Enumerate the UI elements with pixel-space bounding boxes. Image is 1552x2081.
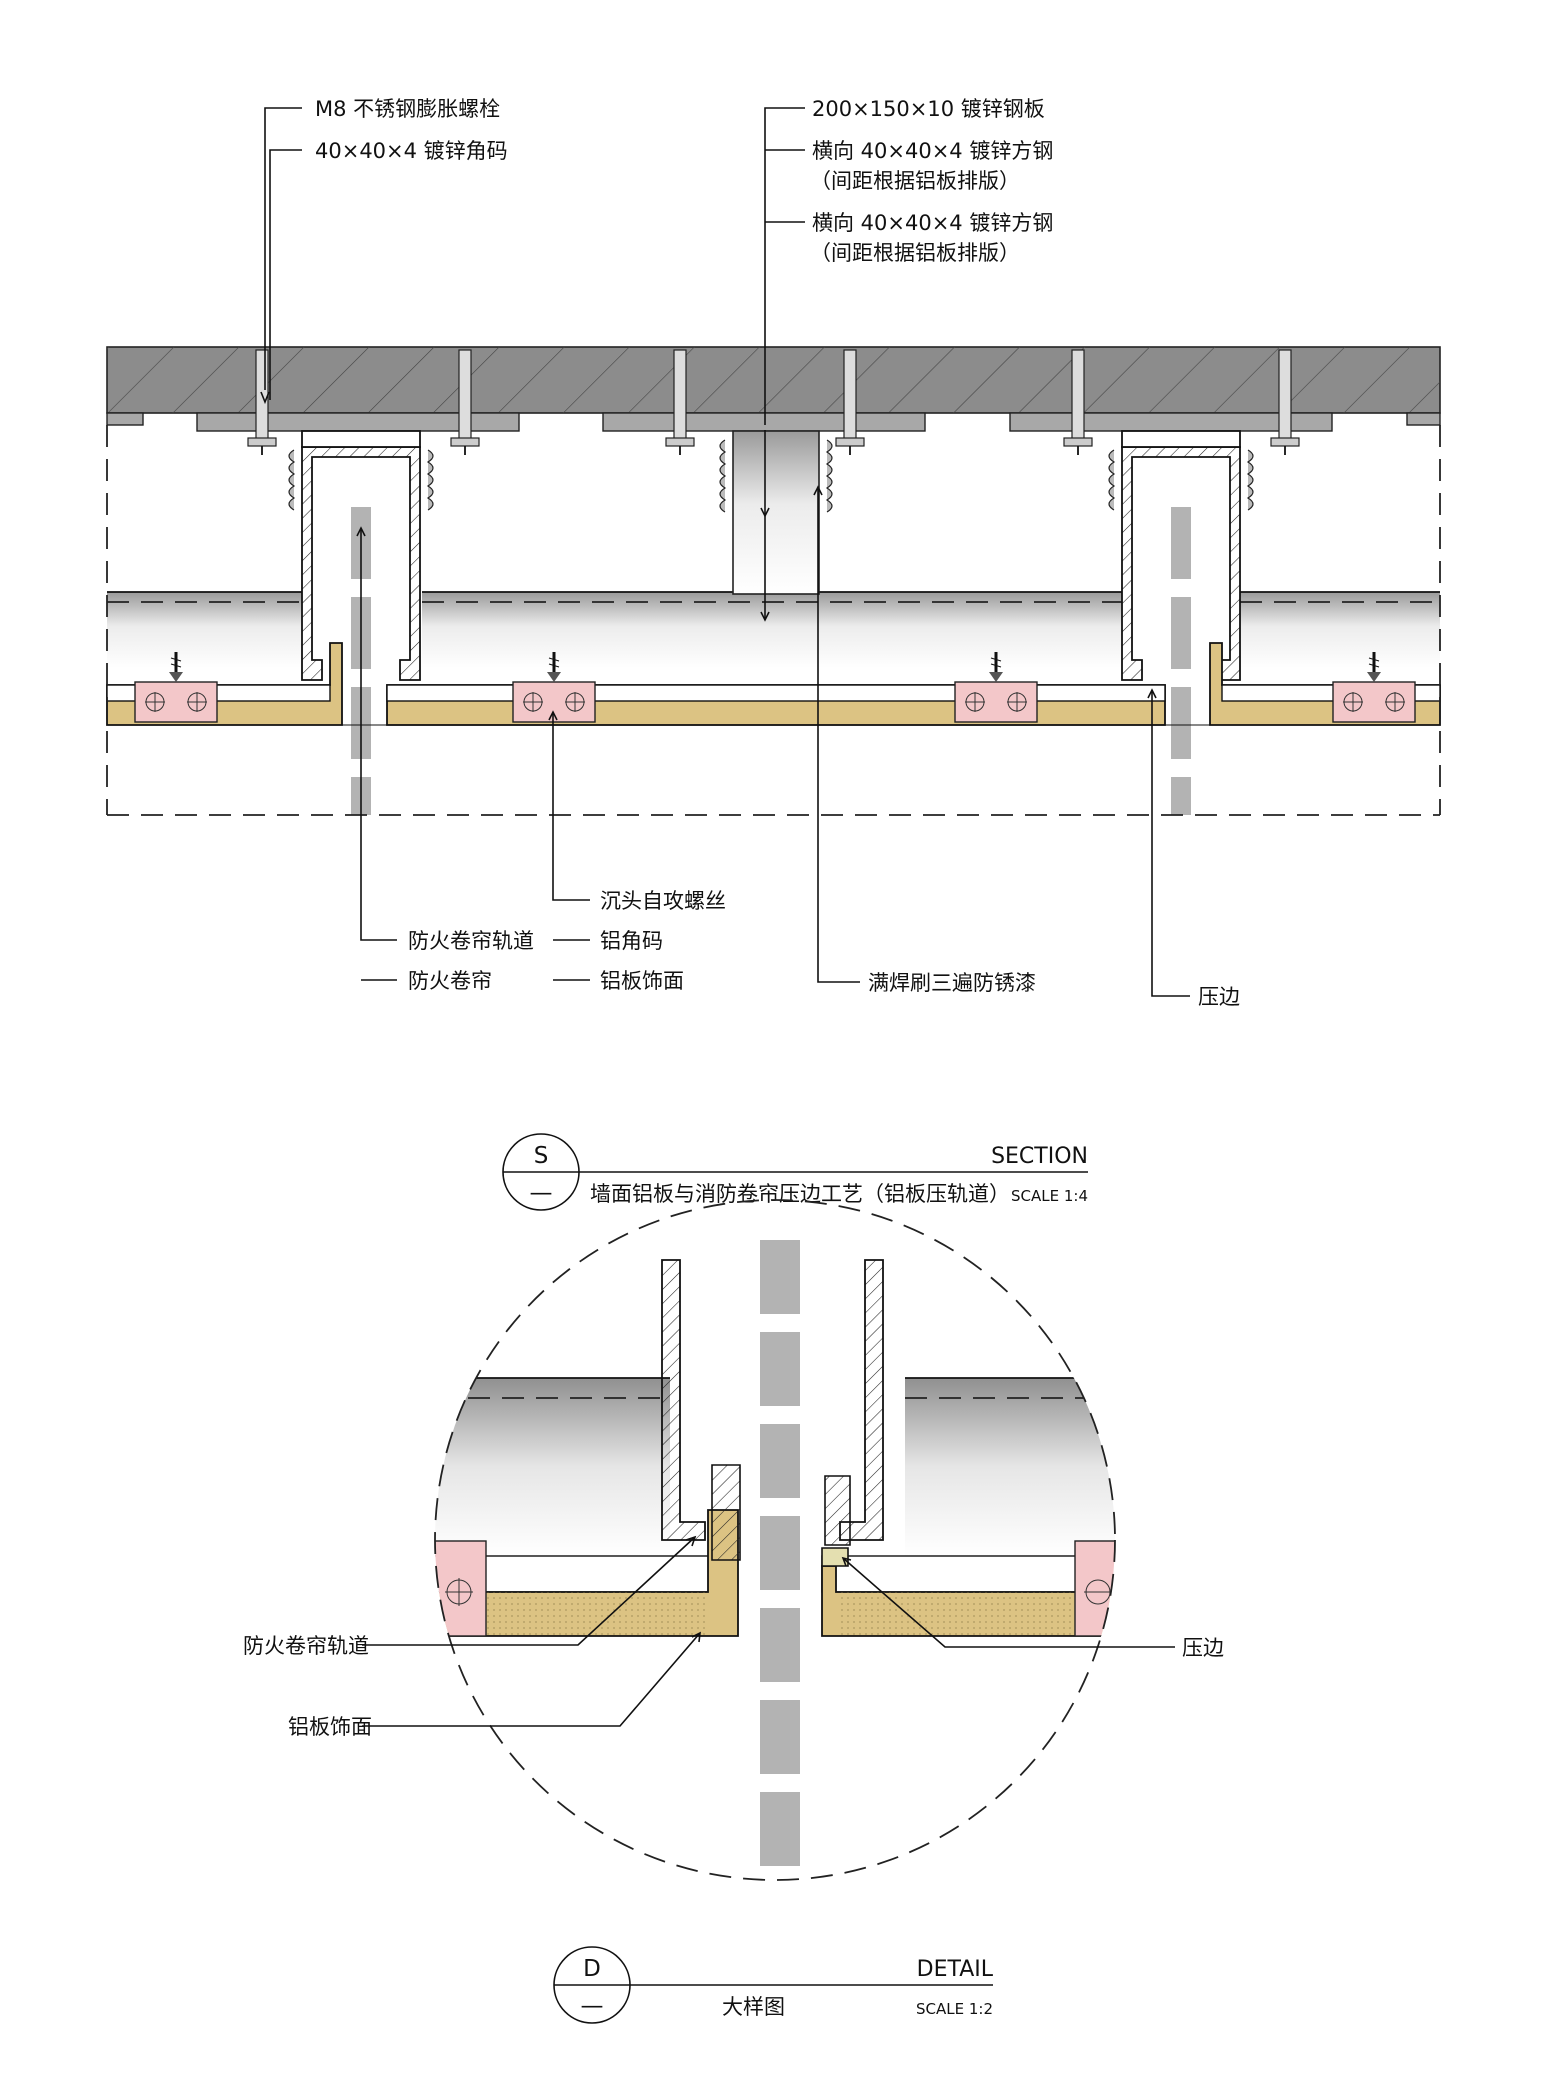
detail-name: 大样图 (722, 1995, 785, 2019)
label-fire-track: 防火卷帘轨道 (408, 929, 534, 953)
section-name: 墙面铝板与消防卷帘压边工艺（铝板压轨道） (590, 1182, 1010, 1206)
leaders-top-left (260, 107, 302, 405)
concrete-slab (106, 346, 1441, 414)
leaders-detail (362, 1535, 1175, 1727)
section-boundary (106, 425, 1441, 816)
detail-label-fire-track: 防火卷帘轨道 (243, 1634, 369, 1658)
label-angle-code: 40×40×4 镀锌角码 (315, 139, 508, 163)
section-type: SECTION (991, 1144, 1088, 1169)
label-trim: 压边 (1198, 985, 1240, 1009)
aluminum-angle-blocks (134, 681, 1416, 723)
detail-symbol: D (583, 1956, 601, 1982)
steel-plates (106, 412, 1441, 432)
label-tube-a-line1: 横向 40×40×4 镀锌方钢 (812, 139, 1053, 163)
section-title-block: S — SECTION 墙面铝板与消防卷帘压边工艺（铝板压轨道） SCALE 1… (502, 1133, 1088, 1211)
section-view: M8 不锈钢膨胀螺栓 40×40×4 镀锌角码 200×150×10 镀锌钢板 … (106, 97, 1441, 1211)
section-scale: SCALE 1:4 (1011, 1187, 1088, 1205)
label-screw: 沉头自攻螺丝 (600, 889, 726, 913)
self-tapping-screws (169, 652, 1381, 682)
detail-label-al-panel: 铝板饰面 (288, 1715, 372, 1739)
detail-title-block: D — DETAIL 大样图 SCALE 1:2 (553, 1946, 994, 2024)
detail-view: 防火卷帘轨道 铝板饰面 压边 D — DETAIL 大样图 SCALE 1:2 (243, 1199, 1224, 2024)
label-bolt: M8 不锈钢膨胀螺栓 (315, 97, 500, 121)
label-weld: 满焊刷三遍防锈漆 (868, 971, 1036, 995)
detail-symbol-sub: — (581, 1993, 604, 2019)
label-plate: 200×150×10 镀锌钢板 (812, 97, 1045, 121)
detail-type: DETAIL (917, 1957, 994, 1982)
label-tube-b-line2: （间距根据铝板排版） (810, 241, 1020, 265)
label-fire-curtain: 防火卷帘 (408, 969, 492, 993)
label-tube-a-line2: （间距根据铝板排版） (810, 169, 1020, 193)
leaders-bottom (356, 485, 1190, 997)
horizontal-tube-band (107, 591, 1440, 668)
label-al-angle: 铝角码 (600, 929, 663, 953)
detail-label-trim: 压边 (1182, 1636, 1224, 1660)
detail-content (435, 1240, 1115, 1880)
section-symbol: S (534, 1143, 549, 1169)
label-tube-b-line1: 横向 40×40×4 镀锌方钢 (812, 211, 1053, 235)
detail-scale: SCALE 1:2 (916, 2000, 993, 2018)
left-curtain-track (288, 430, 434, 681)
center-steel-column (719, 430, 833, 595)
detail-boundary-circle (434, 1199, 1116, 1881)
section-symbol-sub: — (530, 1180, 553, 1206)
label-al-panel: 铝板饰面 (600, 969, 684, 993)
leaders-top-right (760, 107, 805, 622)
right-curtain-track (1108, 430, 1254, 681)
